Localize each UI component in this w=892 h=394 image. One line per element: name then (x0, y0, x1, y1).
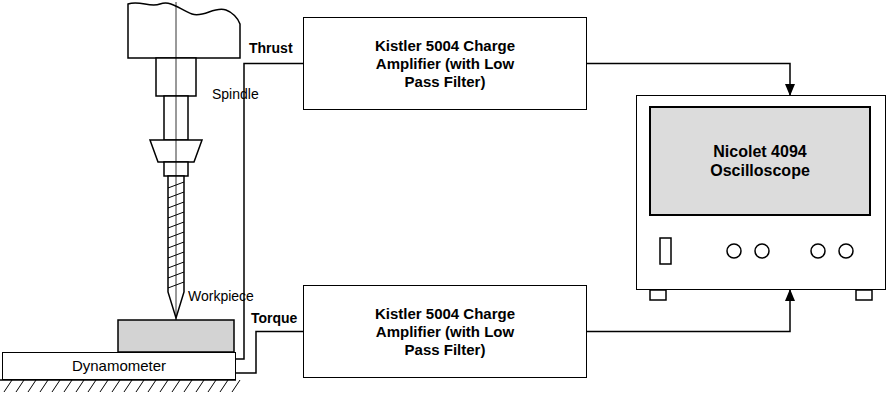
oscilloscope-monitor: Nicolet 4094 Oscilloscope (636, 95, 886, 290)
node-text: Kistler 5004 Charge Amplifier (with Low … (363, 305, 528, 359)
part-label: Spindle (212, 86, 259, 103)
ground-hatching (4, 380, 240, 392)
hatch-stroke (196, 380, 204, 392)
knob (755, 244, 769, 258)
hatch-stroke (88, 380, 96, 392)
hatch-stroke (208, 380, 216, 392)
hatch-stroke (76, 380, 84, 392)
centre-line (176, 2, 177, 336)
signal-wire (236, 64, 303, 360)
workpiece (118, 320, 234, 352)
signal-wire (587, 64, 790, 96)
signal-label: Thrust (248, 40, 294, 57)
spindle-head (128, 3, 240, 58)
scope-knobs (727, 244, 853, 258)
hatch-stroke (148, 380, 156, 392)
hatch-stroke (124, 380, 132, 392)
hatch-stroke (16, 380, 24, 392)
amplifier-box: Kistler 5004 Charge Amplifier (with Low … (303, 17, 587, 110)
hatch-stroke (160, 380, 168, 392)
hatch-stroke (40, 380, 48, 392)
hatch-stroke (28, 380, 36, 392)
dynamometer-box: Dynamometer (2, 352, 236, 380)
hatch-stroke (4, 380, 12, 392)
signal-wire (236, 332, 303, 374)
hatch-stroke (52, 380, 60, 392)
node-text: Kistler 5004 Charge Amplifier (with Low … (363, 37, 528, 91)
knob (811, 244, 825, 258)
hatch-stroke (64, 380, 72, 392)
hatch-stroke (136, 380, 144, 392)
knob (727, 244, 741, 258)
oscilloscope-screen: Nicolet 4094 Oscilloscope (649, 106, 871, 216)
signal-wire (587, 290, 790, 332)
part-label: Workpiece (188, 288, 254, 305)
knob (839, 244, 853, 258)
node-text: Nicolet 4094 Oscilloscope (695, 142, 825, 180)
amplifier-box: Kistler 5004 Charge Amplifier (with Low … (303, 285, 587, 378)
hatch-stroke (172, 380, 180, 392)
hatch-stroke (100, 380, 108, 392)
hatch-stroke (112, 380, 120, 392)
hatch-stroke (220, 380, 228, 392)
scope-switch (660, 238, 671, 264)
hatch-stroke (184, 380, 192, 392)
scope-foot (650, 290, 666, 300)
signal-label: Torque (250, 310, 298, 327)
hatch-stroke (232, 380, 240, 392)
scope-foot (856, 290, 872, 300)
node-text: Dynamometer (72, 357, 166, 375)
